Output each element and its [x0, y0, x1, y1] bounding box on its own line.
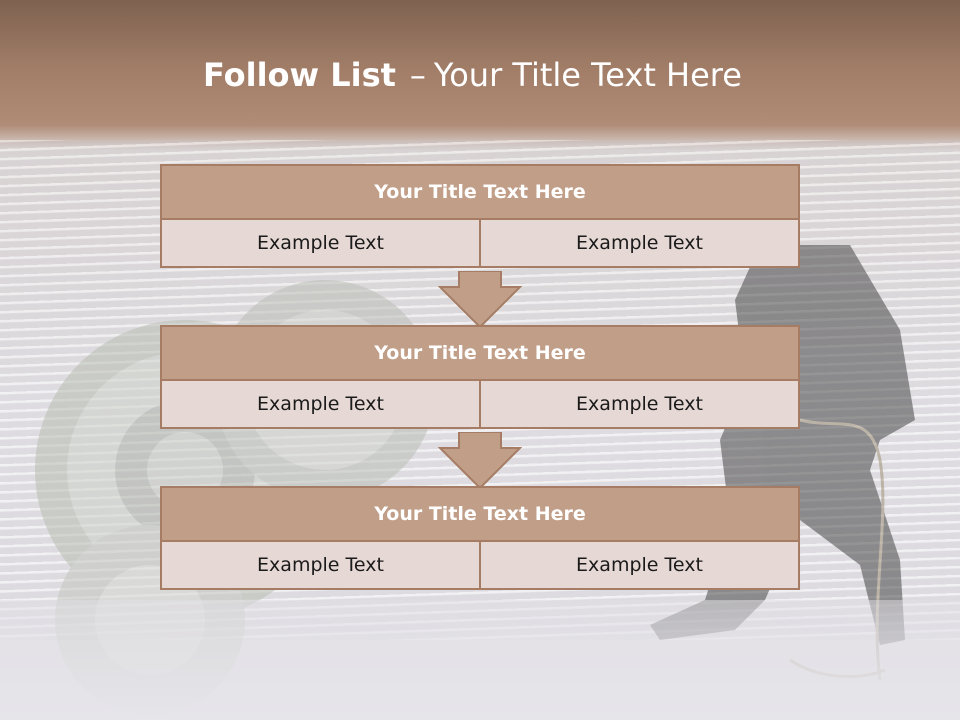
block-cell-left: Example Text [160, 218, 481, 268]
title-rest: Your Title Text Here [433, 56, 742, 94]
block-title: Your Title Text Here [160, 486, 800, 542]
slide-title: Follow List–Your Title Text Here [0, 50, 945, 100]
down-arrow-icon [438, 432, 522, 490]
block-title: Your Title Text Here [160, 325, 800, 381]
list-block-1: Your Title Text Here Example Text Exampl… [160, 164, 800, 268]
block-cell-left: Example Text [160, 540, 481, 590]
title-bold: Follow List [203, 56, 396, 94]
block-row: Example Text Example Text [160, 218, 800, 268]
block-cell-left: Example Text [160, 379, 481, 429]
block-row: Example Text Example Text [160, 379, 800, 429]
block-cell-right: Example Text [479, 379, 800, 429]
title-separator: – [409, 56, 426, 94]
block-cell-right: Example Text [479, 218, 800, 268]
list-block-3: Your Title Text Here Example Text Exampl… [160, 486, 800, 590]
block-title: Your Title Text Here [160, 164, 800, 220]
down-arrow-icon [438, 271, 522, 329]
list-block-2: Your Title Text Here Example Text Exampl… [160, 325, 800, 429]
block-row: Example Text Example Text [160, 540, 800, 590]
floor [0, 600, 960, 720]
block-cell-right: Example Text [479, 540, 800, 590]
